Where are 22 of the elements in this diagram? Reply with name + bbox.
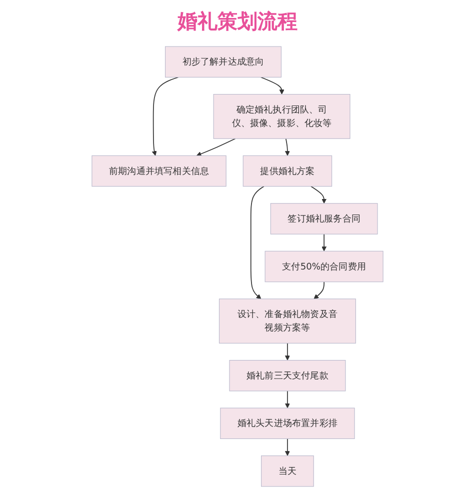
arrow [310, 186, 327, 204]
node-box: 提供婚礼方案 [242, 155, 332, 187]
node-box: 当天 [261, 455, 314, 487]
node-box: 签订婚礼服务合同 [270, 203, 378, 234]
arrow [314, 281, 324, 300]
arrow [322, 234, 327, 252]
arrow [196, 138, 236, 156]
node-box: 初步了解并达成意向 [164, 46, 282, 78]
arrow [152, 76, 179, 156]
title: 婚礼策划流程 [176, 8, 298, 35]
node-box: 婚礼头天进场布置并彩排 [220, 408, 355, 439]
node-box: 支付50%的合同费用 [264, 250, 384, 282]
node-box: 前期沟通并填写相关信息 [92, 155, 226, 187]
node-box: 婚礼前三天支付尾款 [229, 360, 346, 392]
arrow [284, 342, 290, 360]
arrow [284, 390, 290, 408]
node-box: 确定婚礼执行团队、司仪、摄像、摄影、化妆等 [213, 94, 350, 139]
arrow [260, 76, 284, 95]
arrow [284, 138, 290, 156]
node-box: 设计、准备婚礼物资及音视频方案等 [218, 298, 356, 344]
arrow [284, 438, 290, 456]
arrow [250, 186, 264, 300]
